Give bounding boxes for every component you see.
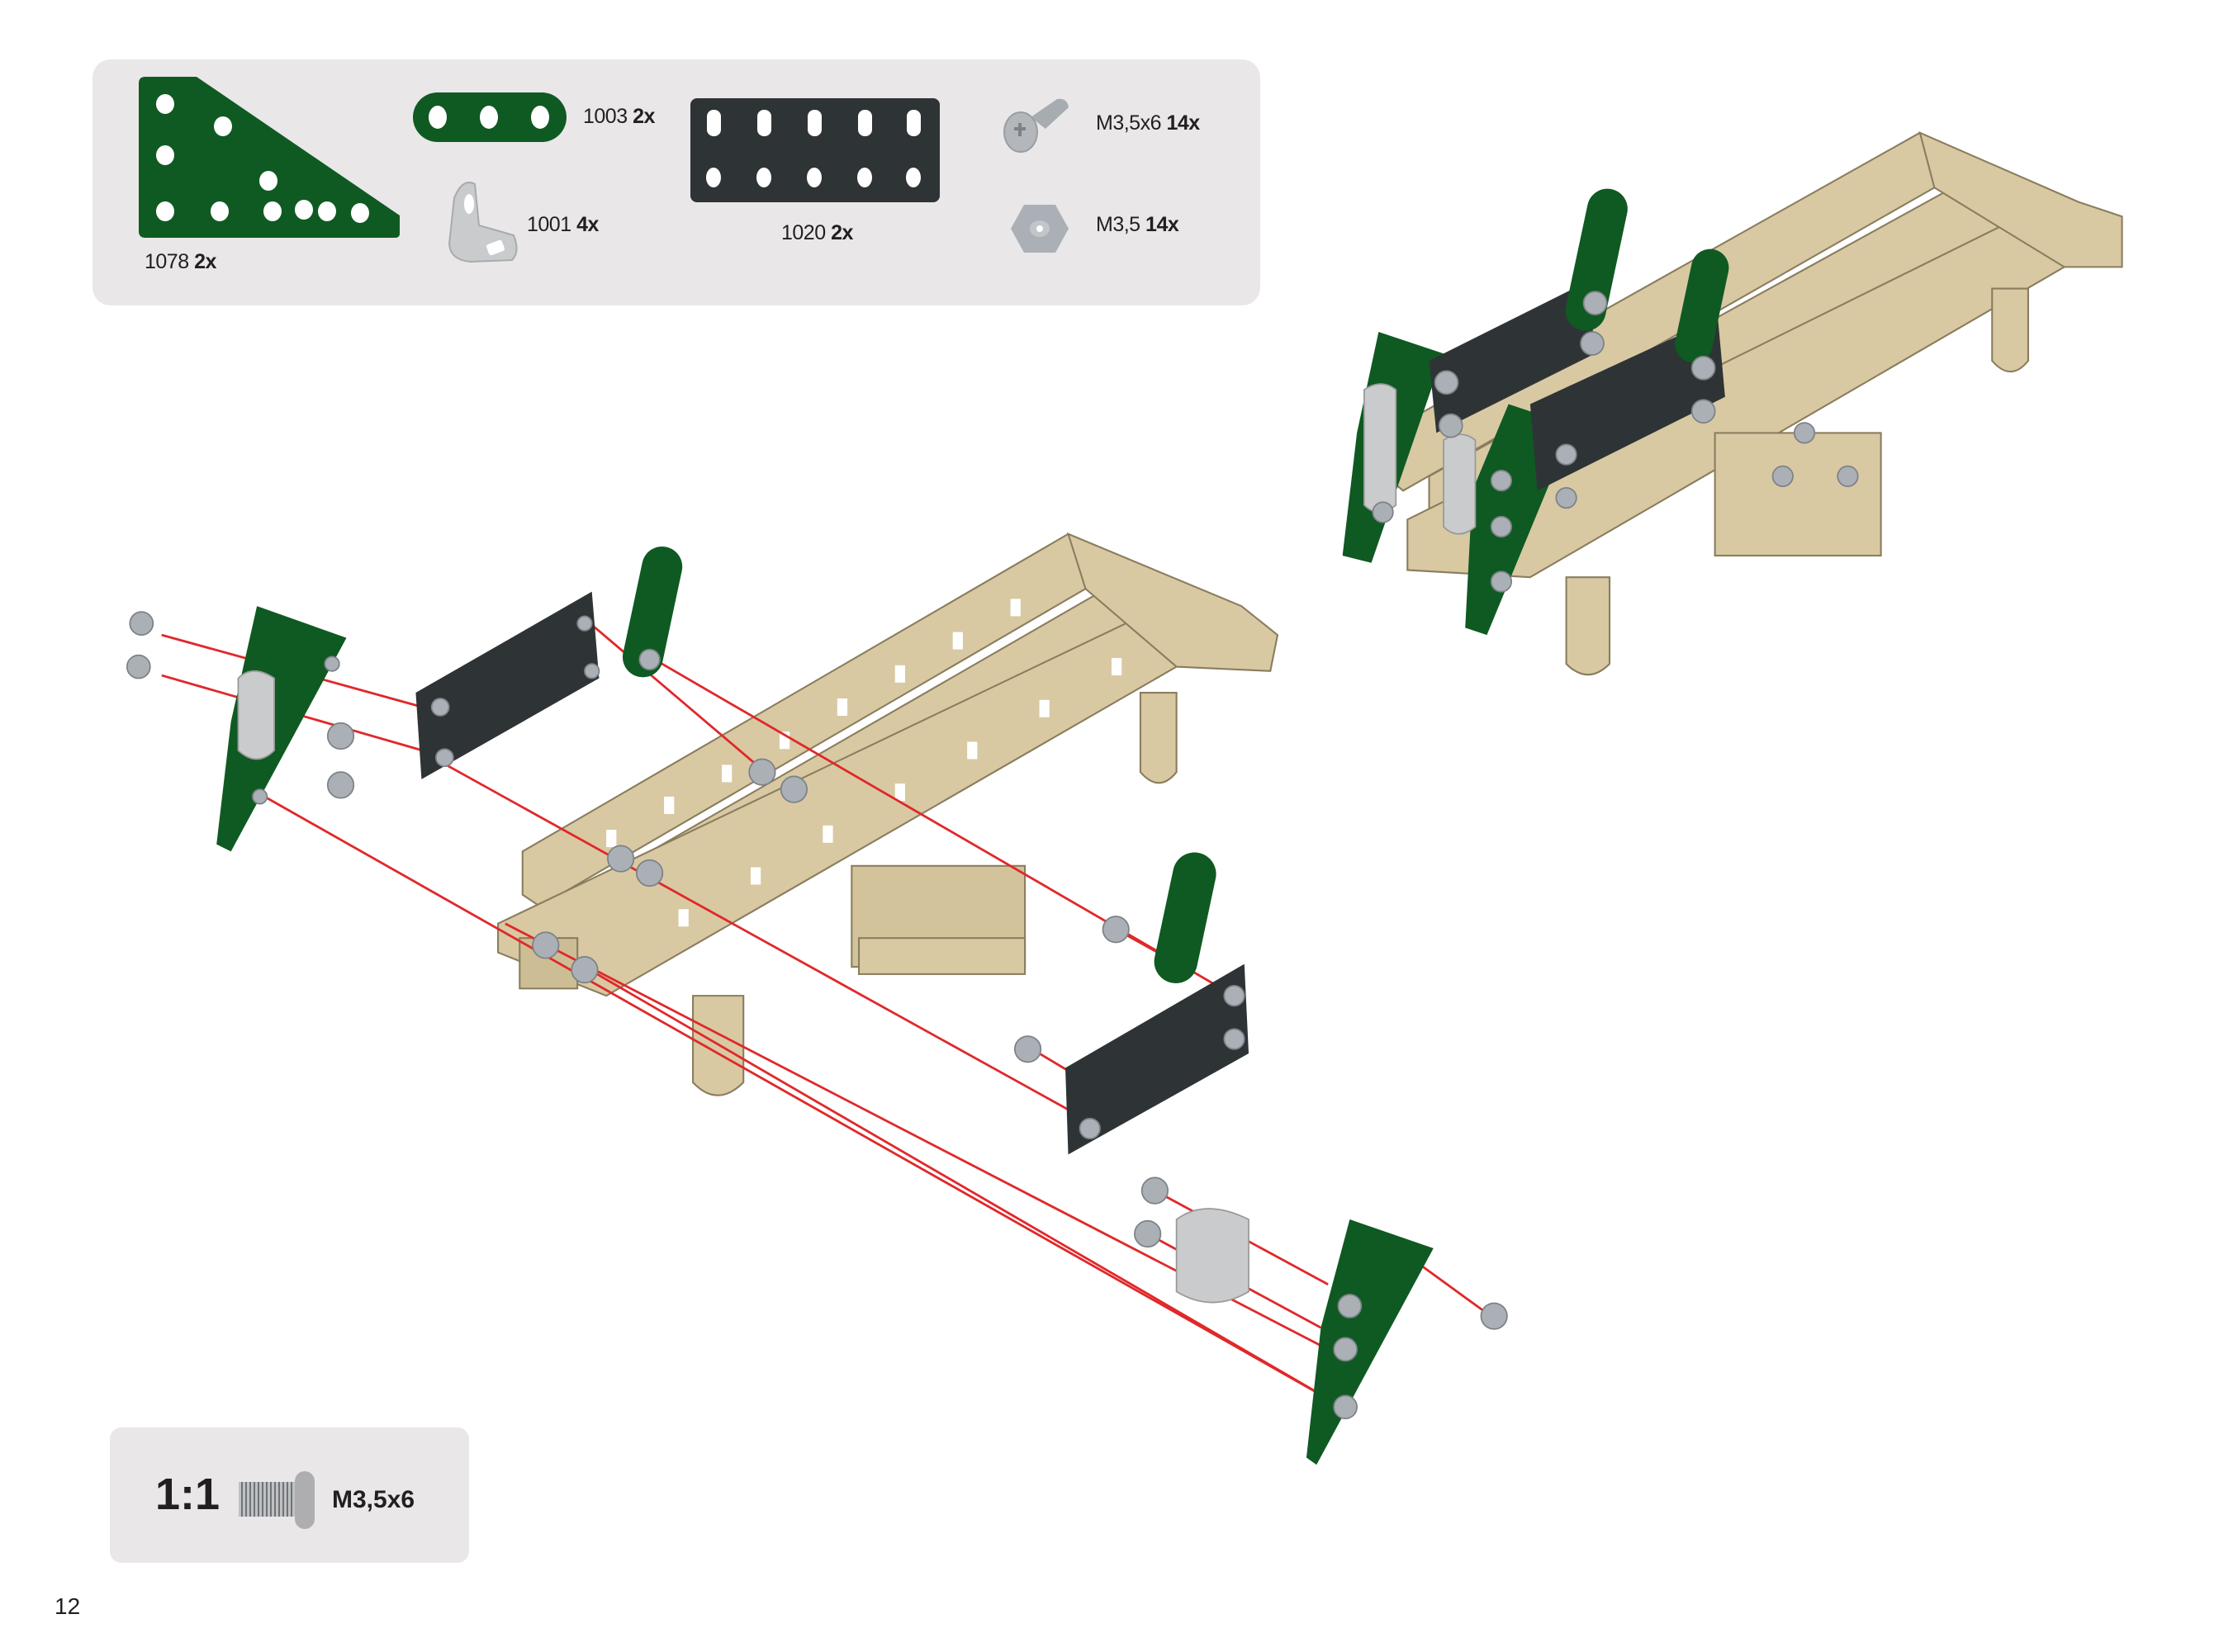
part-label-1003: 1003 2x xyxy=(583,105,655,129)
left-strip xyxy=(622,546,683,678)
left-flat-plate xyxy=(415,591,600,779)
main-frame xyxy=(497,532,1279,1096)
scale-bolt-label: M3,5x6 xyxy=(332,1486,415,1513)
part-label-1020: 1020 2x xyxy=(781,221,853,245)
assembly-lines xyxy=(161,623,1488,1408)
right-strip xyxy=(1154,852,1216,983)
part-label-bolt: M3,5x6 14x xyxy=(1096,111,1200,135)
part-code: M3,5 xyxy=(1096,213,1140,236)
part-label-1078: 1078 2x xyxy=(145,250,216,274)
part-qty: 2x xyxy=(194,250,216,273)
frame-holes xyxy=(606,599,1122,927)
part-label-1001: 1001 4x xyxy=(527,213,599,237)
fasteners xyxy=(126,611,1508,1420)
scale-ratio: 1:1 xyxy=(155,1470,220,1519)
bolt-actual-size-icon xyxy=(239,1471,315,1529)
part-1020-flat-plate-icon xyxy=(690,98,940,202)
page-number: 12 xyxy=(55,1593,81,1619)
right-triangle-plate xyxy=(1306,1219,1434,1465)
assembled-model xyxy=(1342,130,2123,676)
part-code: 1001 xyxy=(527,213,571,236)
part-label-nut: M3,5 14x xyxy=(1096,213,1179,237)
right-bracket xyxy=(1175,1208,1249,1304)
part-1078-triangle-plate-icon xyxy=(139,77,400,238)
part-1003-strip-icon xyxy=(413,92,567,142)
part-qty: 14x xyxy=(1145,213,1179,236)
part-bolt-m35x6-icon xyxy=(1003,98,1069,153)
part-code: 1020 xyxy=(781,221,826,244)
part-qty: 4x xyxy=(576,213,599,236)
part-1001-angle-bracket-icon xyxy=(448,182,518,263)
part-nut-m35-icon xyxy=(1011,205,1069,253)
left-bracket xyxy=(237,670,275,760)
left-triangle-plate xyxy=(216,606,347,852)
part-code: 1078 xyxy=(145,250,189,273)
part-code: M3,5x6 xyxy=(1096,111,1161,135)
part-code: 1003 xyxy=(583,105,628,128)
part-qty: 14x xyxy=(1166,111,1200,135)
part-qty: 2x xyxy=(633,105,655,128)
part-qty: 2x xyxy=(831,221,853,244)
right-flat-plate xyxy=(1065,963,1249,1155)
